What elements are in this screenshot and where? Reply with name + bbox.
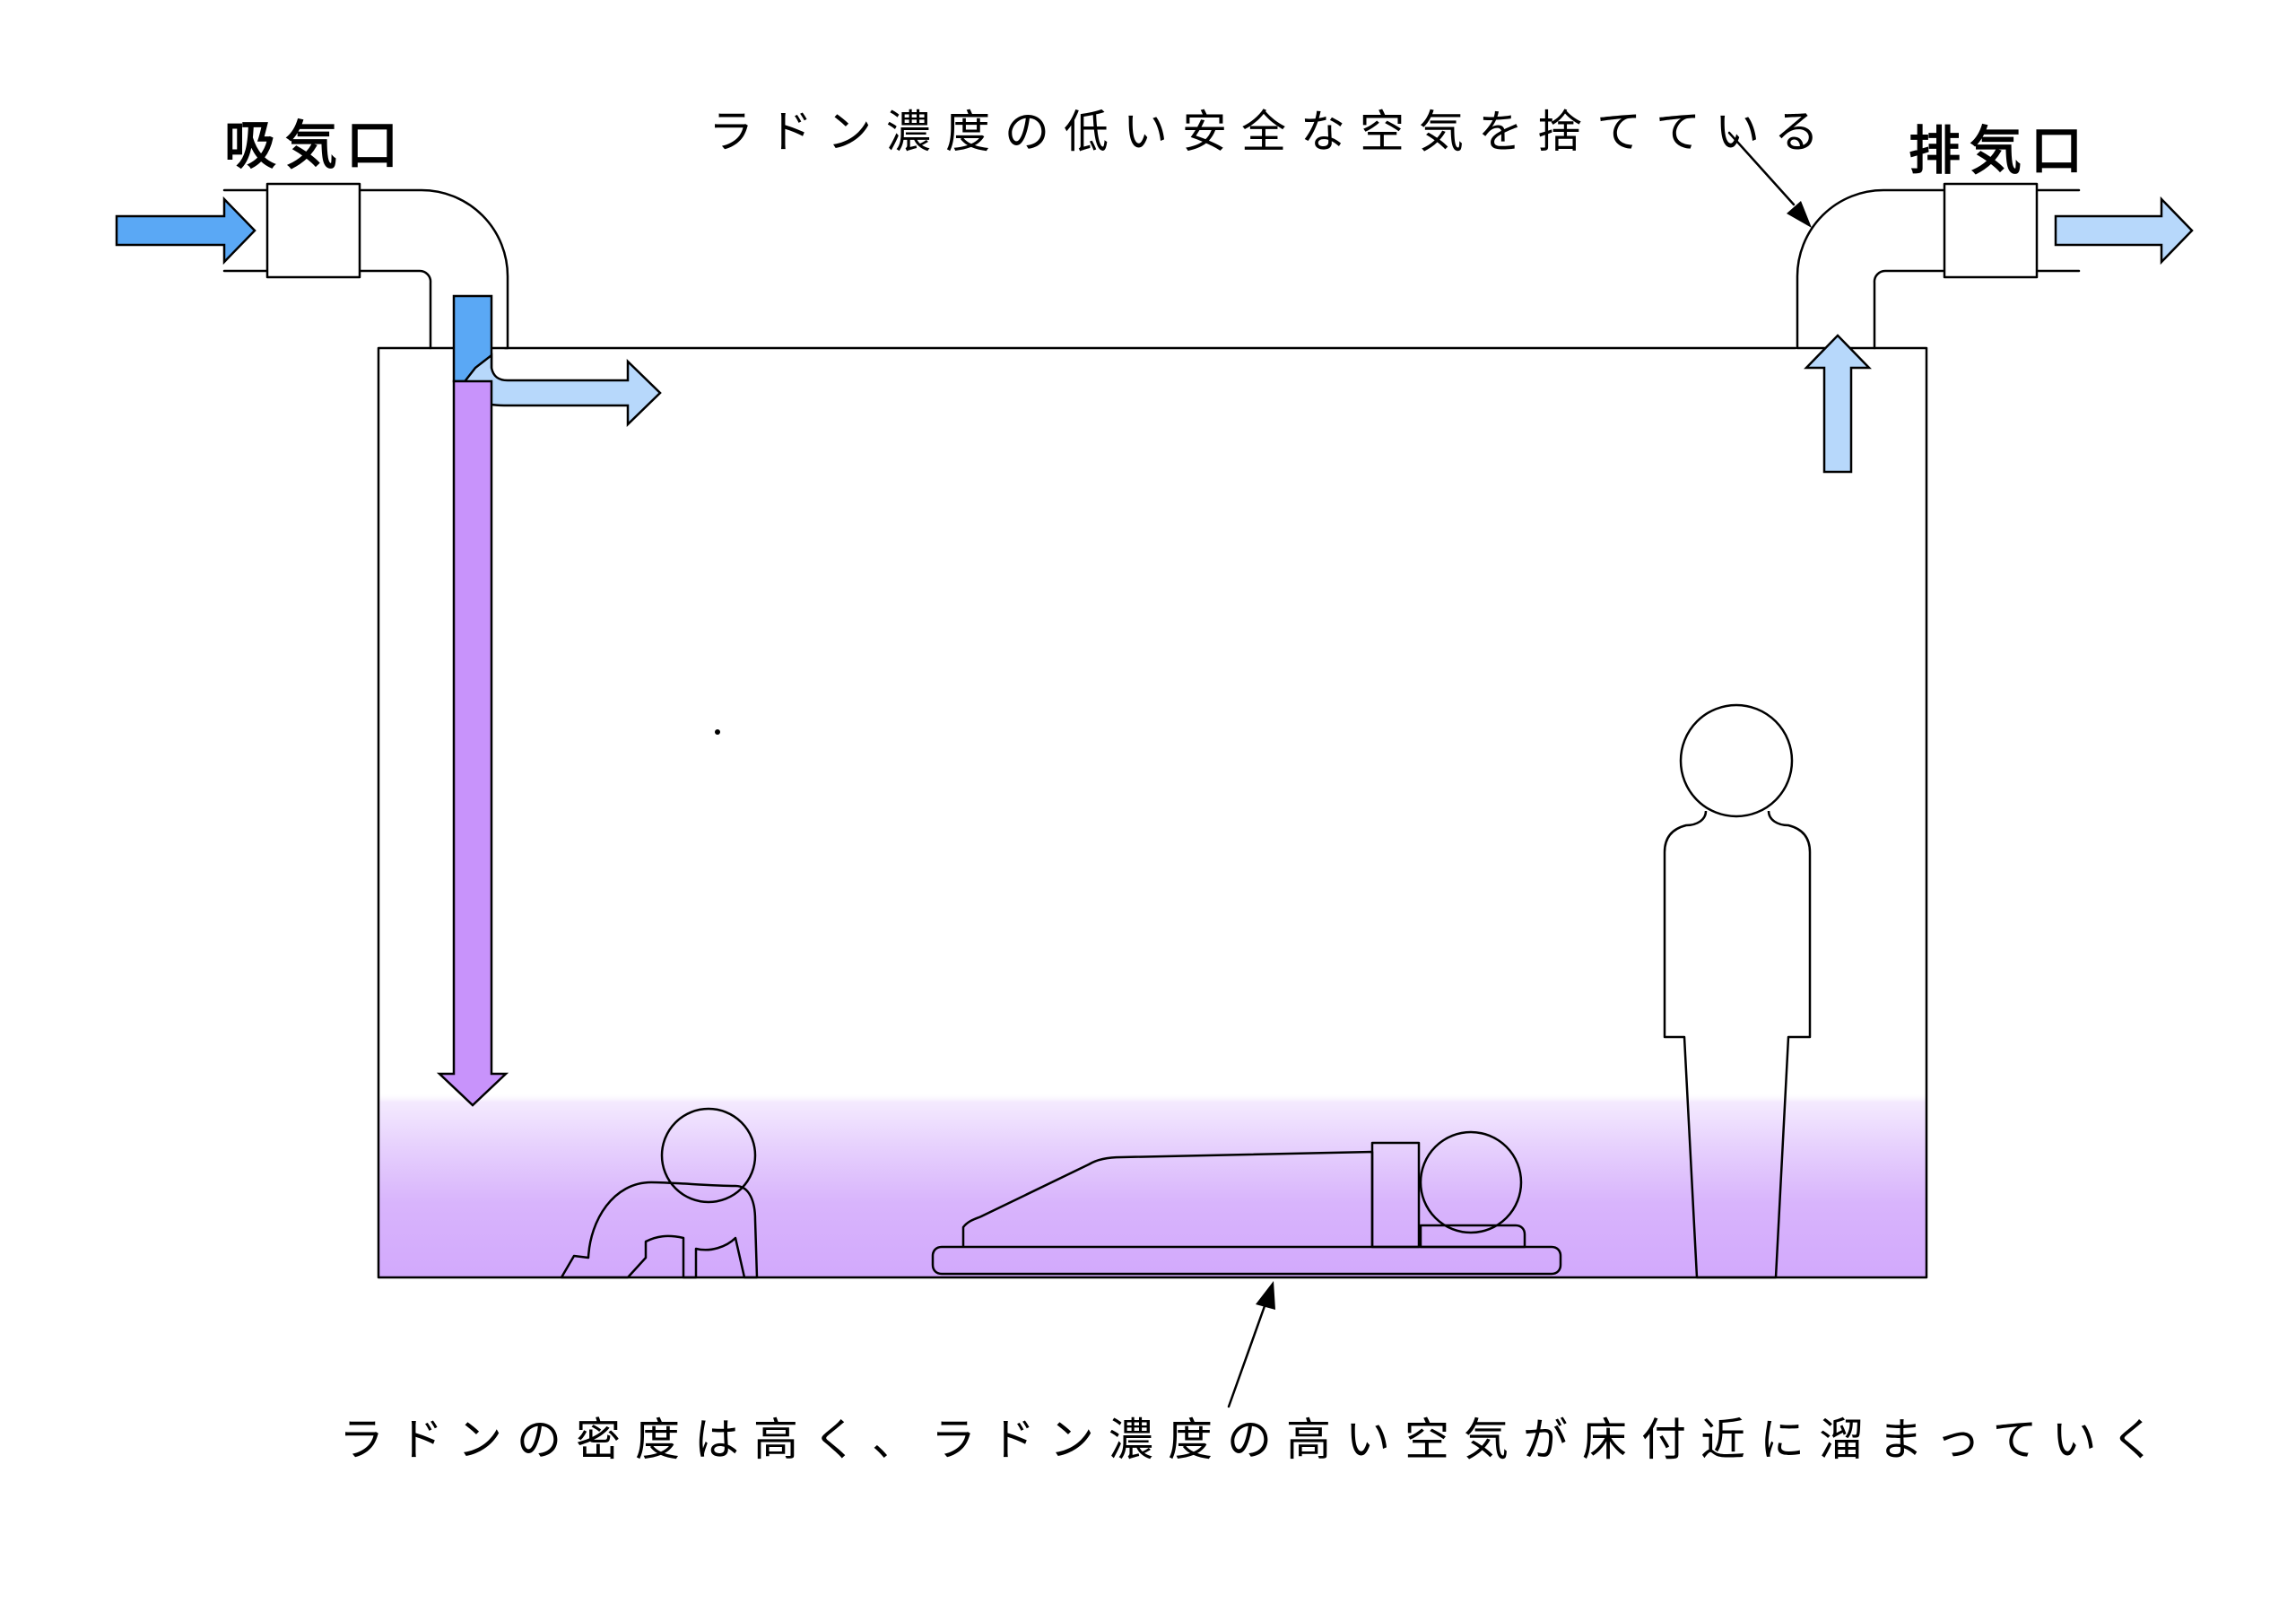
crawling-baby-icon [560, 1107, 759, 1279]
floor-note: ラドンの密度は高く、ラドン濃度の高い空気が床付近に溜まっていく [339, 1414, 2170, 1466]
stray-dot [715, 729, 720, 735]
exhaust-note-leader [1727, 131, 1796, 206]
exhaust-air-arrow-icon [2054, 196, 2194, 266]
falling-radon-arrow-icon [436, 379, 509, 1107]
lying-person-icon [931, 1130, 1562, 1276]
exhaust-note: ラドン濃度の低い安全な空気を捨てている [709, 106, 1833, 158]
standing-person-icon [1663, 703, 1812, 1279]
exhaust-note-pointer-icon [1787, 201, 1812, 228]
intake-vent-box [265, 182, 361, 279]
exhaust-label: 排気口 [1909, 120, 2092, 181]
radon-floor-layer [378, 1093, 1926, 1277]
floor-note-leader [1227, 1304, 1266, 1408]
intake-air-arrow-icon [115, 196, 257, 266]
exhaust-vent-box [1943, 182, 2039, 279]
rising-air-arrow-icon [1804, 334, 1872, 474]
room-outline [377, 346, 1928, 1279]
floor-note-pointer-icon [1256, 1281, 1275, 1310]
exhaust-duct [1796, 188, 1948, 350]
intake-label: 吸気口 [224, 115, 407, 176]
